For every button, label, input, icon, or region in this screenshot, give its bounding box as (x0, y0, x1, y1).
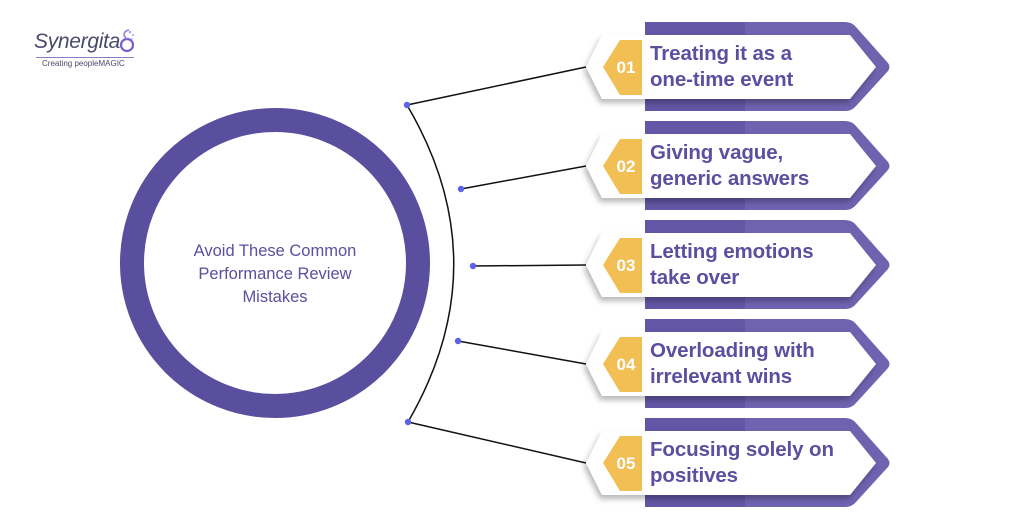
item-front-hexagon (586, 134, 876, 198)
connector-arc (406, 104, 455, 423)
item-label-line: take over (650, 266, 740, 289)
item-label-line: Letting emotions (650, 240, 814, 263)
item-front-hexagon (586, 35, 876, 99)
swirl-logo-icon (119, 29, 135, 53)
center-title-line: Performance Review (198, 265, 352, 283)
item-label: Overloading with irrelevant wins (650, 338, 870, 390)
item-number: 04 (616, 355, 636, 374)
item-label: Focusing solely on positives (650, 437, 870, 489)
item-label: Letting emotions take over (650, 239, 870, 291)
item-number-tag (603, 40, 642, 95)
item-number-tag (603, 337, 642, 392)
item-front-hexagon (586, 431, 876, 495)
logo-divider (36, 57, 134, 58)
item-number: 05 (616, 454, 636, 473)
item-label-line: Treating it as a (650, 42, 792, 65)
item-number-tag (603, 238, 642, 293)
center-title-line: Mistakes (242, 288, 308, 306)
connector-line (472, 264, 587, 267)
item-label-line: one-time event (650, 68, 794, 91)
item-label-line: positives (650, 464, 738, 487)
item-number-tag (603, 436, 642, 491)
connector-dot (457, 185, 465, 193)
connector-dot (404, 418, 412, 426)
item-label-line: generic answers (650, 167, 810, 190)
item-number: 01 (616, 58, 636, 77)
connector-line (457, 340, 587, 365)
item-label-line: Focusing solely on (650, 438, 834, 461)
center-title: Avoid These Common Performance Review Mi… (160, 240, 390, 309)
connector-dot (403, 101, 411, 109)
item-label-line: irrelevant wins (650, 365, 793, 388)
brand-name: Synergita (34, 30, 121, 53)
item-label-line: Overloading with (650, 339, 815, 362)
item-number-tag (603, 139, 642, 194)
item-label-line: Giving vague, (650, 141, 784, 164)
center-title-line: Avoid These Common (193, 242, 357, 260)
center-ring (120, 108, 430, 418)
item-number: 02 (616, 157, 636, 176)
synergita-logo: Synergita Creating peopleMAGIC (28, 26, 148, 72)
item-front-hexagon (586, 332, 876, 396)
item-number: 03 (616, 256, 636, 275)
brand-tagline: Creating peopleMAGIC (42, 59, 125, 68)
connector-line (406, 66, 587, 106)
item-label: Giving vague, generic answers (650, 140, 870, 192)
connector-line (460, 165, 587, 190)
item-front-hexagon (586, 233, 876, 297)
item-label: Treating it as a one-time event (650, 41, 870, 93)
connector-line (407, 421, 587, 464)
connector-dot (454, 337, 462, 345)
connector-dot (469, 262, 477, 270)
